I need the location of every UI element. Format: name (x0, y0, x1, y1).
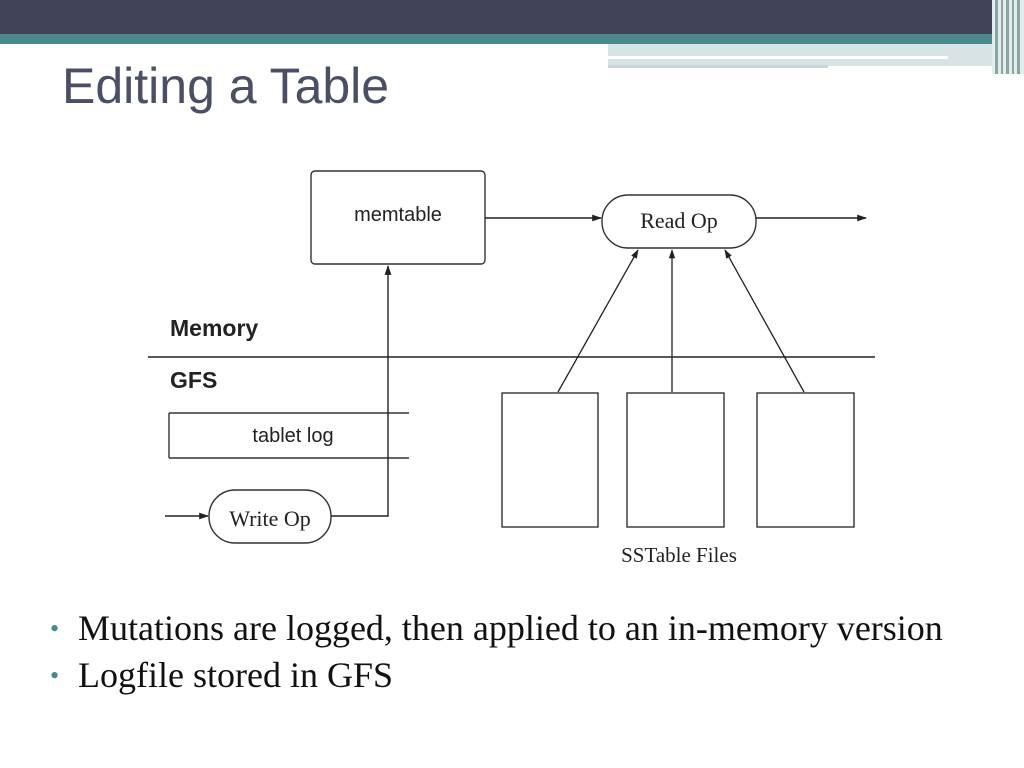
bullet-marker: • (50, 661, 60, 690)
memtable-label: memtable (354, 204, 442, 226)
writeop-to-memtable-arrow (331, 265, 392, 517)
header-tab-line-2 (608, 65, 828, 68)
bullet-marker: • (50, 614, 60, 643)
sstable-file-2 (626, 392, 725, 528)
header-band (0, 0, 1024, 74)
bullet-text: Logfile stored in GFS (78, 655, 393, 695)
sstable-file-3 (756, 392, 855, 528)
bullet-item: • Mutations are logged, then applied to … (48, 608, 948, 649)
header-dark-bar (0, 0, 1024, 34)
sstable-file-1 (501, 392, 599, 528)
gfs-label: GFS (170, 367, 217, 393)
sstable3-to-readop-arrow (724, 249, 805, 393)
write-op-node: Write Op (208, 489, 332, 544)
bullet-list: • Mutations are logged, then applied to … (48, 608, 948, 702)
tablet-log: tablet log (168, 412, 409, 459)
memtable-box: memtable (310, 170, 486, 265)
sstable1-to-readop-arrow (557, 249, 639, 393)
tablet-log-label: tablet log (252, 425, 333, 447)
read-op-label: Read Op (640, 208, 718, 233)
read-op-node: Read Op (601, 194, 757, 249)
bigtable-write-path-diagram: memtable Read Op Memory GFS tablet log W… (148, 170, 875, 567)
bullet-item: • Logfile stored in GFS (48, 655, 948, 696)
header-tab-line (608, 56, 948, 59)
memory-label: Memory (170, 315, 258, 341)
bullet-text: Mutations are logged, then applied to an… (78, 608, 943, 648)
header-teal-bar (0, 34, 1024, 44)
slide-title: Editing a Table (62, 58, 390, 114)
header-stripes (992, 0, 1024, 74)
write-op-label: Write Op (229, 506, 311, 531)
header-tab (608, 44, 1003, 66)
sstable-files-label: SSTable Files (621, 543, 737, 567)
